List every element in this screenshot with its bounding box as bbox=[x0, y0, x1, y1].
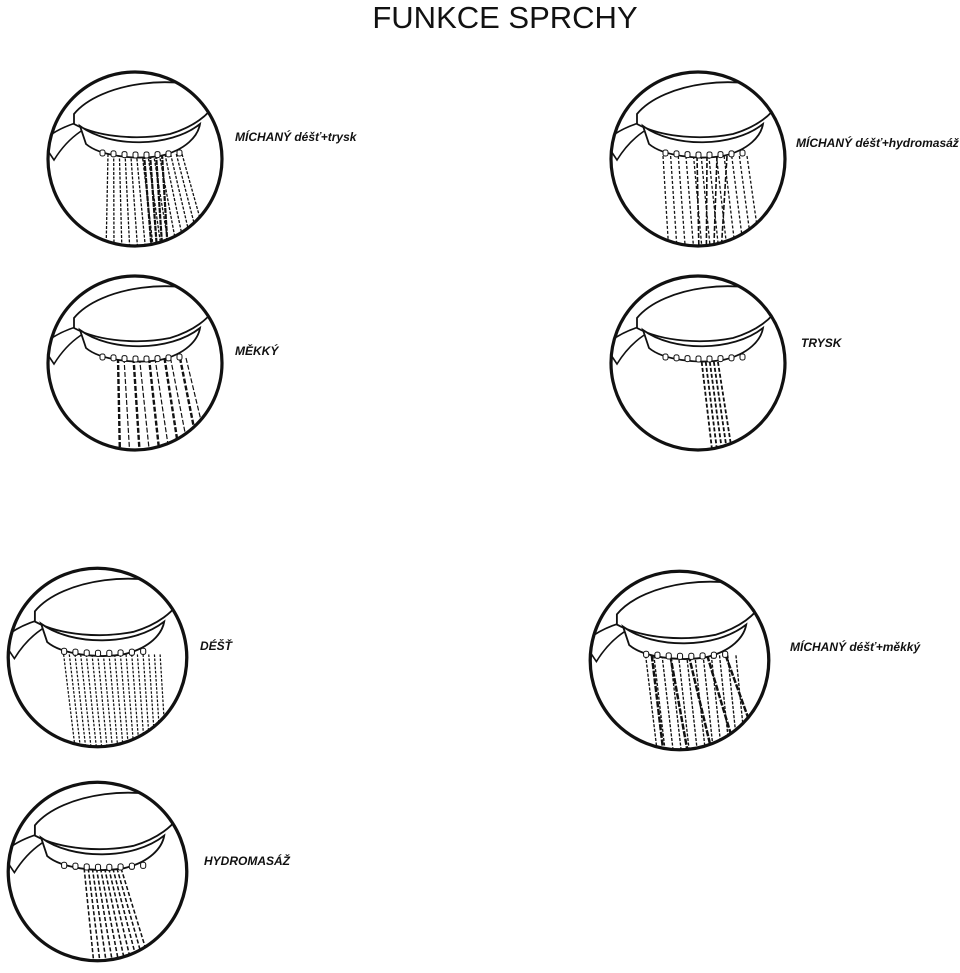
mode-label: MĚKKÝ bbox=[235, 344, 279, 358]
nozzle bbox=[132, 355, 139, 363]
nozzle bbox=[676, 652, 684, 660]
nozzle bbox=[61, 861, 68, 869]
water-spray bbox=[105, 153, 211, 246]
nozzle bbox=[710, 651, 717, 659]
nozzle bbox=[739, 149, 746, 157]
nozzle bbox=[143, 355, 150, 363]
nozzle bbox=[176, 353, 183, 361]
mode-label: MÍCHANÝ déšť+hydromasáž bbox=[796, 136, 959, 150]
nozzle bbox=[673, 150, 680, 158]
nozzle bbox=[176, 149, 183, 157]
nozzle bbox=[143, 151, 150, 159]
nozzle bbox=[83, 863, 90, 871]
shower-head-illustration bbox=[588, 569, 771, 752]
shower-mode-rain: DÉŠŤ bbox=[0, 560, 300, 755]
frame-circle bbox=[46, 70, 224, 248]
shower-head-illustration bbox=[609, 274, 787, 452]
nozzle bbox=[706, 151, 713, 159]
shower-mode-soft: MĚKKÝ bbox=[40, 268, 340, 458]
nozzle bbox=[154, 355, 161, 363]
nozzle bbox=[61, 647, 68, 655]
frame-circle bbox=[609, 70, 787, 248]
nozzle bbox=[684, 355, 691, 363]
shower-head-illustration bbox=[6, 780, 189, 963]
mode-label: HYDROMASÁŽ bbox=[204, 854, 290, 868]
shower-head-shell bbox=[636, 81, 785, 139]
shower-mode-mixed-rain-massage: MÍCHANÝ déšť+hydromasáž bbox=[603, 64, 960, 254]
water-spray bbox=[63, 654, 167, 747]
nozzle bbox=[140, 647, 147, 655]
nozzle bbox=[717, 151, 724, 159]
nozzle bbox=[106, 649, 113, 657]
shower-head-illustration bbox=[46, 70, 224, 248]
shower-mode-jet: TRYSK bbox=[603, 268, 903, 458]
nozzle bbox=[110, 354, 117, 362]
nozzle bbox=[665, 652, 672, 660]
nozzle bbox=[99, 149, 106, 157]
nozzle bbox=[99, 353, 106, 361]
nozzle bbox=[728, 150, 735, 158]
nozzle bbox=[83, 649, 90, 657]
nozzle bbox=[128, 648, 135, 656]
water-spray bbox=[83, 868, 153, 961]
shower-head-shell bbox=[33, 791, 186, 851]
shower-head-shell bbox=[73, 81, 222, 139]
nozzle bbox=[165, 354, 172, 362]
shower-mode-mixed-rain-soft: MÍCHANÝ déšť+měkký bbox=[582, 563, 942, 758]
nozzle bbox=[154, 151, 161, 159]
mode-label: MÍCHANÝ déšť+měkký bbox=[790, 640, 921, 654]
page-title: FUNKCE SPRCHY bbox=[372, 0, 638, 35]
water-spray bbox=[662, 155, 762, 246]
nozzle bbox=[117, 649, 124, 657]
nozzle bbox=[662, 149, 669, 157]
shower-head-illustration bbox=[609, 70, 787, 248]
nozzle bbox=[121, 355, 128, 363]
nozzle bbox=[165, 150, 172, 158]
nozzle bbox=[643, 650, 650, 658]
nozzle bbox=[695, 355, 702, 363]
nozzle bbox=[654, 651, 661, 659]
shower-mode-massage: HYDROMASÁŽ bbox=[0, 774, 320, 969]
frame-circle bbox=[588, 569, 771, 752]
nozzle bbox=[72, 862, 79, 870]
nozzle bbox=[110, 150, 117, 158]
shower-head-illustration bbox=[6, 566, 189, 749]
nozzle bbox=[722, 650, 729, 658]
nozzle bbox=[706, 355, 713, 363]
shower-head-illustration bbox=[46, 274, 224, 452]
nozzle bbox=[121, 151, 128, 159]
nozzle bbox=[673, 354, 680, 362]
nozzle bbox=[684, 151, 691, 159]
frame-circle bbox=[6, 780, 189, 963]
shower-head-shell bbox=[615, 580, 768, 640]
shower-mode-mixed-rain-jet: MÍCHANÝ déšť+trysk bbox=[40, 64, 380, 254]
water-spray bbox=[116, 357, 211, 450]
nozzle bbox=[728, 354, 735, 362]
frame-circle bbox=[609, 274, 787, 452]
frame-circle bbox=[6, 566, 189, 749]
nozzle bbox=[699, 652, 706, 660]
mode-label: MÍCHANÝ déšť+trysk bbox=[235, 130, 357, 144]
mode-label: TRYSK bbox=[801, 336, 842, 350]
shower-head-shell bbox=[33, 577, 186, 637]
water-spray bbox=[700, 355, 734, 450]
nozzle bbox=[72, 648, 79, 656]
shower-head-shell bbox=[636, 285, 785, 343]
mode-label: DÉŠŤ bbox=[200, 639, 233, 653]
nozzle bbox=[140, 861, 147, 869]
water-spray bbox=[644, 654, 764, 750]
nozzle bbox=[662, 353, 669, 361]
nozzle bbox=[106, 863, 113, 871]
shower-head-shell bbox=[73, 285, 222, 343]
nozzle bbox=[128, 862, 135, 870]
nozzle bbox=[688, 652, 695, 660]
nozzle bbox=[132, 151, 139, 159]
nozzle bbox=[94, 863, 102, 871]
nozzle bbox=[739, 353, 746, 361]
nozzle bbox=[717, 355, 724, 363]
frame-circle bbox=[46, 274, 224, 452]
nozzle bbox=[117, 863, 124, 871]
nozzle bbox=[94, 649, 102, 657]
nozzle bbox=[695, 151, 702, 159]
